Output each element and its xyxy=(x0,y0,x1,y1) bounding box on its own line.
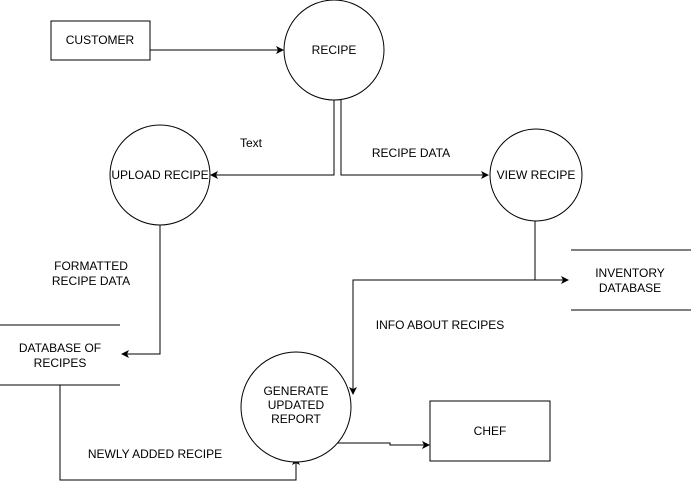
entity-customer: CUSTOMER xyxy=(50,20,151,61)
flow-label-formatted-recipe-data-line-1: FORMATTED xyxy=(54,259,128,273)
process-generate-report-line-1: GENERATE xyxy=(263,384,328,398)
process-view-recipe-label: VIEW RECIPE xyxy=(497,168,576,182)
flow-label-recipe-data: RECIPE DATA xyxy=(372,146,450,160)
flow-label-info-about-recipes: INFO ABOUT RECIPES xyxy=(376,318,504,332)
process-generate-report-line-3: REPORT xyxy=(271,412,321,426)
edge-recipe-to-upload-recipe xyxy=(210,100,335,179)
edge-recipe-to-view-recipe xyxy=(340,100,489,179)
edge-view-recipe-to-inventory xyxy=(534,220,569,284)
edge-upload-recipe-to-database xyxy=(121,225,161,358)
data-store-inventory-database-line-2: DATABASE xyxy=(599,281,661,295)
edge-generate-report-to-chef xyxy=(333,441,430,449)
process-upload-recipe-label: UPLOAD RECIPE xyxy=(111,168,208,182)
process-view-recipe: VIEW RECIPE xyxy=(489,128,583,222)
entity-chef-label: CHEF xyxy=(474,424,507,438)
data-store-inventory-database-line-1: INVENTORY xyxy=(595,266,665,280)
flow-edges xyxy=(59,46,569,481)
process-recipe: RECIPE xyxy=(283,0,385,101)
entity-customer-label: CUSTOMER xyxy=(66,33,135,47)
entity-chef: CHEF xyxy=(429,400,551,462)
process-recipe-label: RECIPE xyxy=(312,43,357,57)
data-store-database-of-recipes: DATABASE OF RECIPES xyxy=(0,324,120,386)
process-upload-recipe: UPLOAD RECIPE xyxy=(109,124,211,226)
flow-label-newly-added-recipe: NEWLY ADDED RECIPE xyxy=(88,447,222,461)
edge-database-to-generate-report xyxy=(59,385,300,481)
flow-label-formatted-recipe-data-line-2: RECIPE DATA xyxy=(52,274,130,288)
flow-label-text: Text xyxy=(240,136,263,150)
data-store-inventory-database: INVENTORY DATABASE xyxy=(571,249,691,311)
edge-inventory-to-generate-report xyxy=(349,279,568,395)
data-store-database-of-recipes-line-1: DATABASE OF xyxy=(19,341,101,355)
process-generate-report-line-2: UPDATED xyxy=(268,398,325,412)
data-store-database-of-recipes-line-2: RECIPES xyxy=(34,356,87,370)
process-generate-report: GENERATE UPDATED REPORT xyxy=(240,351,352,463)
